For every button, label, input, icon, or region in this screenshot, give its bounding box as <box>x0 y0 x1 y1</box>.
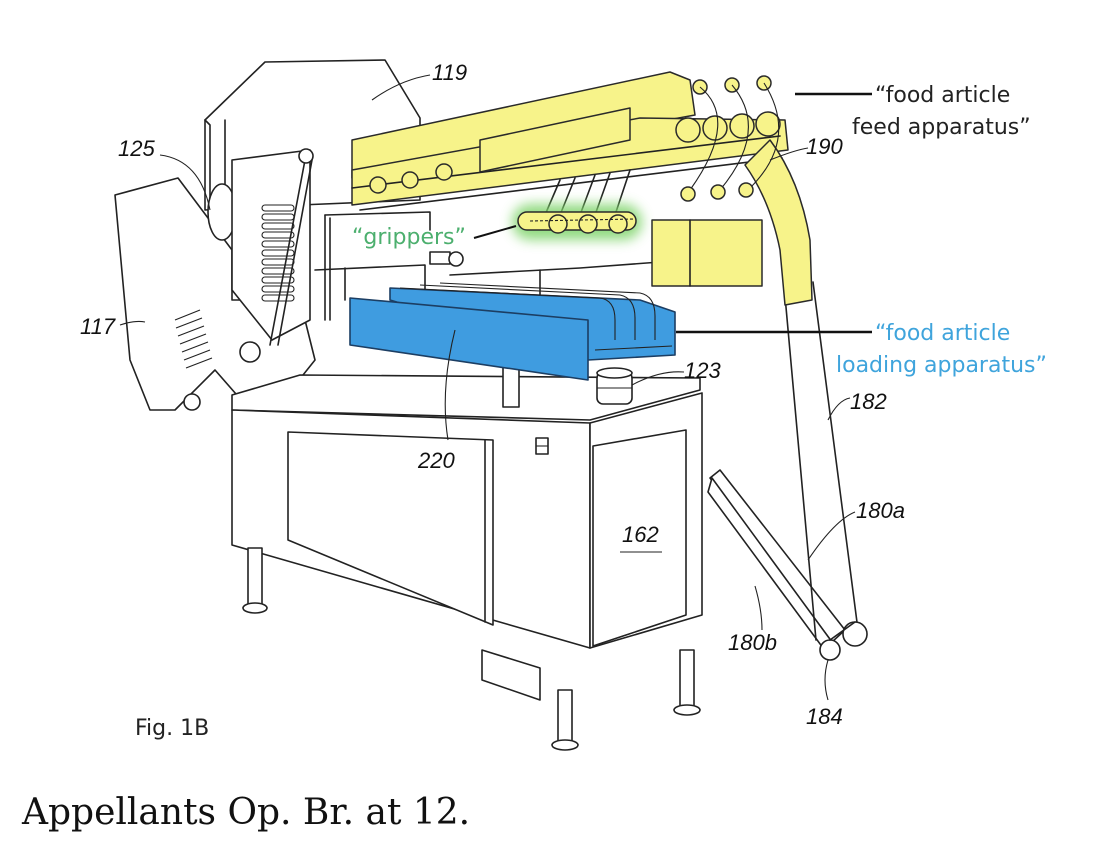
ref-119: 119 <box>432 60 467 85</box>
grippers-label: “grippers” <box>352 225 466 250</box>
ref-162: 162 <box>622 522 659 547</box>
cabinet-legs <box>242 547 701 751</box>
ref-123: 123 <box>684 358 721 383</box>
grippers <box>512 204 642 240</box>
annotation-grippers: “grippers” <box>352 225 517 250</box>
patent-figure-1b: 119 125 117 190 123 220 182 180a 162 180… <box>80 59 1047 751</box>
ref-180a: 180a <box>856 498 905 523</box>
citation-caption: Appellants Op. Br. at 12. <box>22 792 471 833</box>
ref-190: 190 <box>806 134 843 159</box>
feed-apparatus-line1: “food article <box>875 83 1010 108</box>
ref-180b: 180b <box>728 630 777 655</box>
food-article-feed-apparatus <box>351 71 813 306</box>
middle-frame <box>314 211 661 321</box>
support-linkage <box>707 281 868 661</box>
ref-125: 125 <box>118 136 155 161</box>
figure-label: Fig. 1B <box>135 716 209 741</box>
annotation-loading-apparatus: “food article loading apparatus” <box>676 321 1047 378</box>
loading-apparatus-line1: “food article <box>875 321 1010 346</box>
annotation-feed-apparatus: “food article feed apparatus” <box>795 83 1031 140</box>
arm-vents <box>174 309 213 369</box>
loading-apparatus-line2: loading apparatus” <box>836 353 1047 378</box>
ref-117: 117 <box>80 314 116 339</box>
feed-apparatus-line2: feed apparatus” <box>852 115 1031 140</box>
base-cabinet <box>231 344 703 701</box>
vent-plate <box>231 148 314 346</box>
reference-numerals: 119 125 117 190 123 220 182 180a 162 180… <box>80 60 905 729</box>
ref-184: 184 <box>806 704 843 729</box>
food-article-loading-apparatus <box>349 282 676 381</box>
ref-220: 220 <box>417 448 455 473</box>
ref-182: 182 <box>850 389 887 414</box>
